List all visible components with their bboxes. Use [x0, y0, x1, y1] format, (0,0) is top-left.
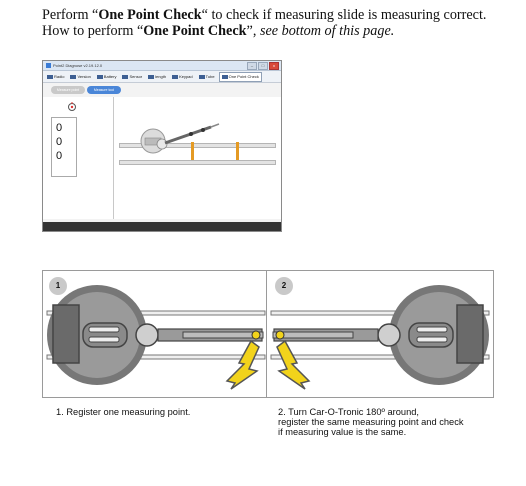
- step-number-badge: 1: [49, 277, 67, 295]
- minimize-button[interactable]: –: [247, 62, 257, 70]
- tab-measure-point[interactable]: Measure point: [51, 86, 85, 94]
- close-button[interactable]: x: [269, 62, 279, 70]
- one-point-check-icon: [221, 74, 228, 79]
- toolbar-label: Sensor: [129, 74, 143, 79]
- status-bar: [43, 222, 281, 231]
- rail-bottom: [119, 160, 276, 165]
- target-icon: [68, 102, 76, 111]
- intro-paragraph: Perform “One Point Check“ to check if me…: [42, 7, 512, 39]
- radio-icon: [47, 74, 53, 79]
- readings-box: 0 0 0: [51, 117, 77, 177]
- caption-line: if measuring value is the same.: [278, 427, 407, 437]
- illustration-panel-2: 2: [266, 270, 494, 398]
- measuring-post: [236, 142, 239, 160]
- rail-top: [119, 143, 276, 148]
- tab-measure-tool[interactable]: Measure tool: [87, 86, 121, 94]
- panel-divider: [113, 97, 114, 219]
- toolbar-label: length: [155, 74, 167, 79]
- measuring-post: [191, 142, 194, 160]
- app-screenshot: Point2 Diagnose v2.19.12.0 – □ x Radio V…: [42, 60, 282, 232]
- caption-line: 2. Turn Car-O-Tronic 180º around,: [278, 407, 420, 417]
- intro-text-3: ”,: [246, 23, 260, 39]
- step-1-illustration: [46, 285, 266, 390]
- version-icon: [70, 74, 77, 79]
- caption-line: register the same measuring point and ch…: [278, 417, 464, 427]
- check-name-bold-2: One Point Check: [143, 23, 247, 39]
- measuring-slide-figure: [140, 123, 220, 154]
- reading-value: 0: [56, 122, 63, 134]
- tube-icon: [198, 74, 205, 79]
- app-content-area: 0 0 0: [43, 97, 281, 219]
- window-controls: – □ x: [247, 62, 279, 70]
- reading-value: 0: [56, 150, 63, 162]
- intro-text-2: “ to check if measuring slide is measuri…: [42, 7, 487, 39]
- toolbar-label: Version: [77, 74, 91, 79]
- toolbar-keypad-button[interactable]: Keypad: [170, 73, 195, 81]
- step-1-caption: 1. Register one measuring point.: [56, 407, 191, 417]
- reading-value: 0: [56, 136, 63, 148]
- window-titlebar: Point2 Diagnose v2.19.12.0 – □ x: [43, 61, 281, 71]
- length-icon: [148, 74, 155, 79]
- window-title: Point2 Diagnose v2.19.12.0: [53, 63, 103, 68]
- toolbar-label: Tube: [205, 74, 215, 79]
- toolbar-label: Keypad: [179, 74, 193, 79]
- toolbar-one-point-check-button[interactable]: One Point Check: [218, 71, 262, 82]
- intro-text-1: Perform “: [42, 7, 99, 23]
- check-name-bold-1: One Point Check: [98, 7, 202, 23]
- illustration-panel-1: 1: [42, 270, 270, 398]
- battery-icon: [96, 74, 103, 79]
- toolbar-version-button[interactable]: Version: [68, 73, 92, 81]
- toolbar-length-button[interactable]: length: [146, 73, 168, 81]
- sensor-icon: [122, 74, 129, 79]
- tab-strip: Measure point Measure tool: [43, 83, 281, 97]
- toolbar-battery-button[interactable]: Battery: [95, 73, 119, 81]
- keypad-icon: [172, 74, 179, 79]
- toolbar-radio-button[interactable]: Radio: [45, 73, 66, 81]
- toolbar-tube-button[interactable]: Tube: [197, 73, 217, 81]
- app-icon: [46, 63, 51, 68]
- step-number-badge: 2: [275, 277, 293, 295]
- toolbar-label: Battery: [103, 74, 117, 79]
- see-bottom-reference: see bottom of this page.: [259, 23, 395, 39]
- step-2-caption: 2. Turn Car-O-Tronic 180º around, regist…: [278, 407, 508, 437]
- step-2-illustration: [270, 285, 490, 390]
- maximize-button[interactable]: □: [258, 62, 268, 70]
- toolbar-sensor-button[interactable]: Sensor: [120, 73, 144, 81]
- toolbar-label: Radio: [54, 74, 65, 79]
- toolbar-label: One Point Check: [228, 74, 259, 79]
- toolbar: Radio Version Battery Sensor length Keyp…: [43, 71, 281, 83]
